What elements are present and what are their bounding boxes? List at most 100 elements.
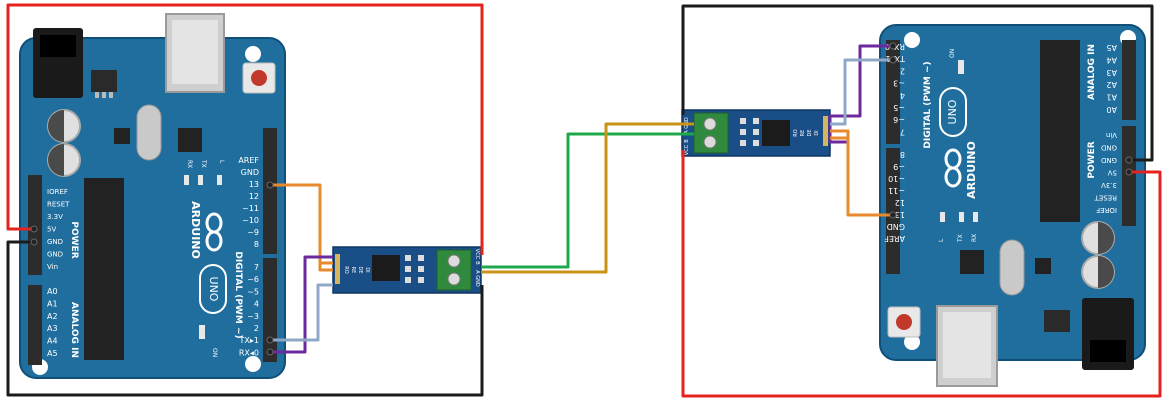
- left-digital-bottom-pin-label-4: ~3: [247, 312, 259, 321]
- left-digital-top-pin-label-6: ~9: [247, 228, 259, 237]
- right-module-logic-pin-1: DE: [807, 129, 813, 136]
- right-analog-pin-label-4: A1: [1106, 93, 1117, 102]
- left-on-label: ON: [211, 348, 218, 357]
- analog-header: [28, 285, 42, 365]
- right-power-pin-label-2: GND: [1101, 156, 1117, 164]
- power-header: [28, 175, 42, 275]
- left-rx-label: RX: [186, 160, 193, 168]
- right-digital-bottom-pin-label-3: ~11: [888, 186, 905, 195]
- left-digital-top-pin-label-0: AREF: [238, 156, 259, 165]
- left-digital-top-pin-label-4: ~11: [242, 204, 259, 213]
- left-analog-pin-label-3: A3: [47, 324, 58, 333]
- wire-right-5v-red: [681, 150, 1162, 398]
- left-power-pin-label-5: GND: [47, 251, 63, 259]
- right-tx-label: TX: [957, 234, 964, 243]
- left-digital-top-pin-label-2: 13: [249, 180, 259, 189]
- right-power-header: [1122, 126, 1136, 226]
- wire-right-tx-lightblue: [830, 58, 893, 126]
- left-module-bus-pin-1: B: [474, 261, 480, 265]
- right-brand: ARDUINO: [965, 141, 978, 199]
- right-digital-top-pin-label-6: ~6: [893, 115, 905, 124]
- left-power-pin-labels: IOREF RESET 3.3V 5V GND GND Vin: [47, 188, 70, 271]
- left-digital-top-pin-label-3: 12: [249, 192, 259, 201]
- left-module-bus-pin-0: VCC: [474, 249, 480, 260]
- right-uno-logo: UNO: [946, 99, 959, 124]
- left-module-logic-pin-2: DE: [357, 266, 363, 273]
- left-digital-bottom-pin-label-1: ~6: [247, 275, 259, 284]
- right-analog-pin-label-1: A4: [1106, 55, 1117, 64]
- left-digital-bottom-pin-label-7: RX◂0: [239, 348, 259, 357]
- digital-header-top: [263, 128, 277, 254]
- right-digital-bottom-pin-label-4: 12: [895, 198, 905, 207]
- right-module-chip: [762, 120, 790, 146]
- wire-left-rx-purple: [270, 255, 333, 354]
- left-power-pin-label-2: 3.3V: [47, 213, 63, 221]
- right-atmega-chip: [1040, 40, 1080, 222]
- right-digital-top-pin-label-7: 7: [900, 127, 905, 136]
- right-power-pin-label-5: RESET: [1094, 194, 1117, 202]
- wire-left-gnd-black: [6, 240, 484, 397]
- left-module-logic-pin-1: RE: [350, 267, 356, 274]
- right-analog-pin-label-5: A0: [1106, 105, 1117, 114]
- left-module-logic-pin-3: DI: [364, 267, 370, 272]
- wires: [6, 3, 1162, 398]
- digital-header-bottom: [263, 258, 277, 362]
- crystal: [136, 104, 162, 161]
- right-digital-bottom-pin-label-0: 8: [900, 150, 905, 159]
- right-analog-pin-label-2: A3: [1106, 68, 1117, 77]
- left-digital-bottom-pin-label-3: 4: [254, 300, 259, 309]
- right-module-bus-pin-2: A: [684, 130, 690, 134]
- left-power-pin-label-0: IOREF: [47, 188, 68, 196]
- wire-left-pin13-orange: [270, 183, 333, 272]
- right-analog-pin-label-0: A5: [1106, 43, 1117, 52]
- right-module-bus-pin-0: VCC: [684, 144, 690, 155]
- left-power-pin-label-1: RESET: [47, 201, 70, 209]
- wire-bus-a-gold: [481, 122, 694, 274]
- left-power-title: POWER: [69, 221, 79, 258]
- right-digital-bottom-pin-label-6: GND: [887, 222, 905, 231]
- right-power-title: POWER: [1087, 141, 1097, 178]
- right-module-logic-pin-3: RO: [793, 129, 799, 136]
- right-power-pin-label-4: 3.3V: [1101, 181, 1117, 189]
- left-analog-pin-label-2: A2: [47, 312, 58, 321]
- right-module-logic-pin-0: DI: [814, 130, 820, 135]
- right-infinity-logo: [944, 148, 962, 188]
- left-digital-top-pin-label-1: GND: [241, 168, 259, 177]
- left-digital-bottom-pin-label-5: 2: [254, 324, 259, 333]
- left-tx-label: TX: [200, 159, 207, 168]
- left-digital-bottom-pin-label-2: ~5: [247, 287, 259, 296]
- right-analog-header: [1122, 40, 1136, 120]
- right-digital-bottom-pin-label-7: AREF: [884, 234, 905, 243]
- left-digital-top-pin-label-5: ~10: [242, 216, 259, 225]
- right-digital-top-pin-label-2: 2: [900, 66, 905, 75]
- left-power-pin-label-4: GND: [47, 238, 63, 246]
- left-l-label: L: [218, 160, 225, 164]
- right-module-bus-pin-1: B: [684, 139, 690, 143]
- right-digital-top-pin-label-5: ~5: [893, 103, 905, 112]
- right-digital-bottom-pin-label-5: 13: [895, 210, 905, 219]
- wire-left-5v-red: [6, 3, 484, 255]
- right-digital-title: DIGITAL (PWM ~): [923, 61, 933, 148]
- left-module-chip: [372, 255, 400, 281]
- wire-bus-b-green: [481, 132, 694, 269]
- left-power-pin-label-6: Vin: [47, 263, 58, 271]
- left-analog-title: ANALOG IN: [69, 302, 79, 358]
- right-rx-label: RX: [971, 234, 978, 242]
- left-power-pin-label-3: 5V: [47, 226, 56, 234]
- wire-right-gnd-black: [681, 4, 1154, 162]
- right-analog-pin-label-3: A2: [1106, 80, 1117, 89]
- left-digital-bottom-pin-label-0: 7: [254, 263, 259, 272]
- right-digital-bottom-pin-label-2: ~10: [888, 174, 905, 183]
- left-module-logic-pin-0: RO: [343, 266, 349, 273]
- left-analog-pin-label-1: A1: [47, 299, 58, 308]
